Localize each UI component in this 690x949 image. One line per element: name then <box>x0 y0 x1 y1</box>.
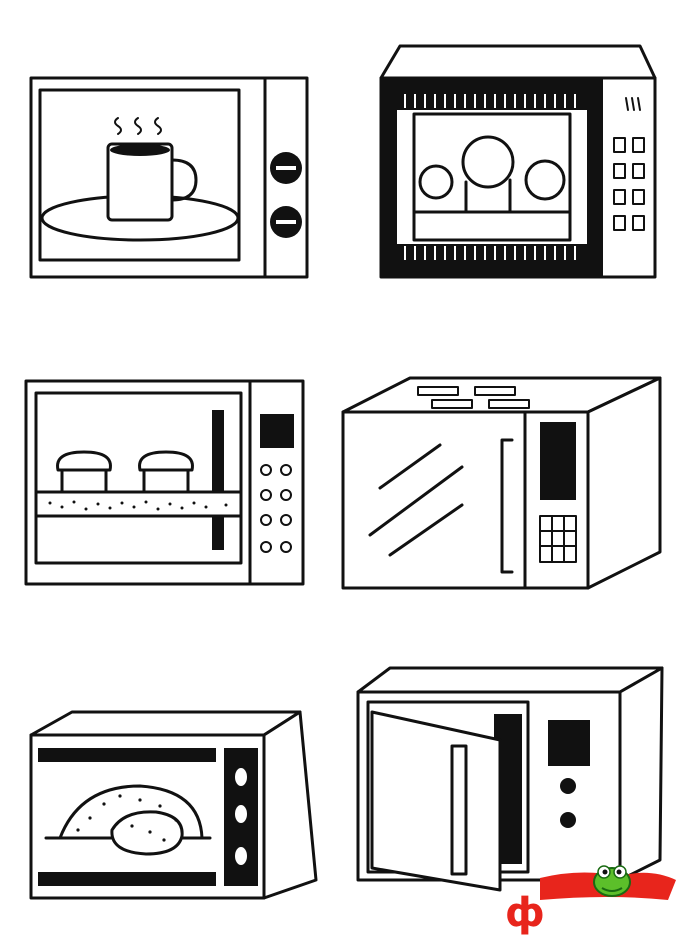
buttons <box>260 464 292 553</box>
steam-icon <box>114 117 162 135</box>
microwave-angled <box>341 376 662 590</box>
muffin-icon <box>56 450 194 494</box>
microwave-open-door <box>356 666 664 892</box>
frog-logo-icon <box>593 865 631 897</box>
door-handle <box>212 410 224 550</box>
pastry-icon <box>58 784 204 856</box>
glass-reflection <box>368 443 464 557</box>
microwave-muffins <box>24 379 305 586</box>
keypad <box>539 515 577 563</box>
watermark-logo-text: ф <box>505 890 545 936</box>
display <box>260 414 294 448</box>
door-handle <box>450 744 468 876</box>
microwave-mug <box>29 76 309 279</box>
display <box>548 720 590 766</box>
mug-icon <box>106 142 198 222</box>
watermark-logo <box>540 865 676 900</box>
oven-rack <box>34 490 243 518</box>
bun-icon <box>418 135 566 214</box>
microwave-buns <box>379 44 657 279</box>
display <box>540 422 576 500</box>
keypad <box>613 97 645 231</box>
microwave-pastry <box>29 710 318 900</box>
